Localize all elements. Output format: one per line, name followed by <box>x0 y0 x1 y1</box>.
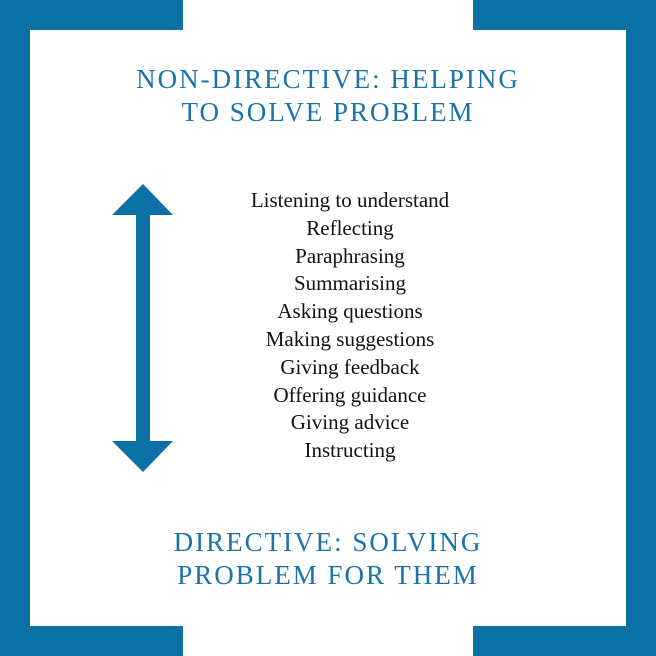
list-item: Making suggestions <box>265 326 435 351</box>
list-item: Paraphrasing <box>295 243 405 268</box>
list-item: Listening to understand <box>250 188 450 212</box>
corner-top-left <box>0 0 183 30</box>
corner-bottom-left <box>0 626 183 656</box>
bottom-heading: DIRECTIVE: SOLVING PROBLEM FOR THEM <box>0 526 656 592</box>
border-left <box>0 0 30 656</box>
top-heading-line-2: TO SOLVE PROBLEM <box>181 97 475 127</box>
corner-bottom-right <box>473 626 656 656</box>
bottom-heading-line-1: DIRECTIVE: SOLVING <box>173 527 483 557</box>
top-heading: NON-DIRECTIVE: HELPING TO SOLVE PROBLEM <box>0 63 656 129</box>
corner-top-right <box>473 0 656 30</box>
list-item: Instructing <box>304 438 396 463</box>
double-headed-arrow-icon <box>112 184 174 472</box>
list-item: Asking questions <box>277 299 423 324</box>
list-item: Offering guidance <box>273 382 427 407</box>
top-heading-line-1: NON-DIRECTIVE: HELPING <box>136 64 520 94</box>
content-panel <box>30 30 626 626</box>
list-item: Giving advice <box>290 410 410 435</box>
list-item: Reflecting <box>306 215 394 240</box>
list-item: Summarising <box>293 271 406 296</box>
border-right <box>626 0 656 656</box>
bottom-heading-line-2: PROBLEM FOR THEM <box>177 560 479 590</box>
list-item: Giving feedback <box>280 354 420 379</box>
